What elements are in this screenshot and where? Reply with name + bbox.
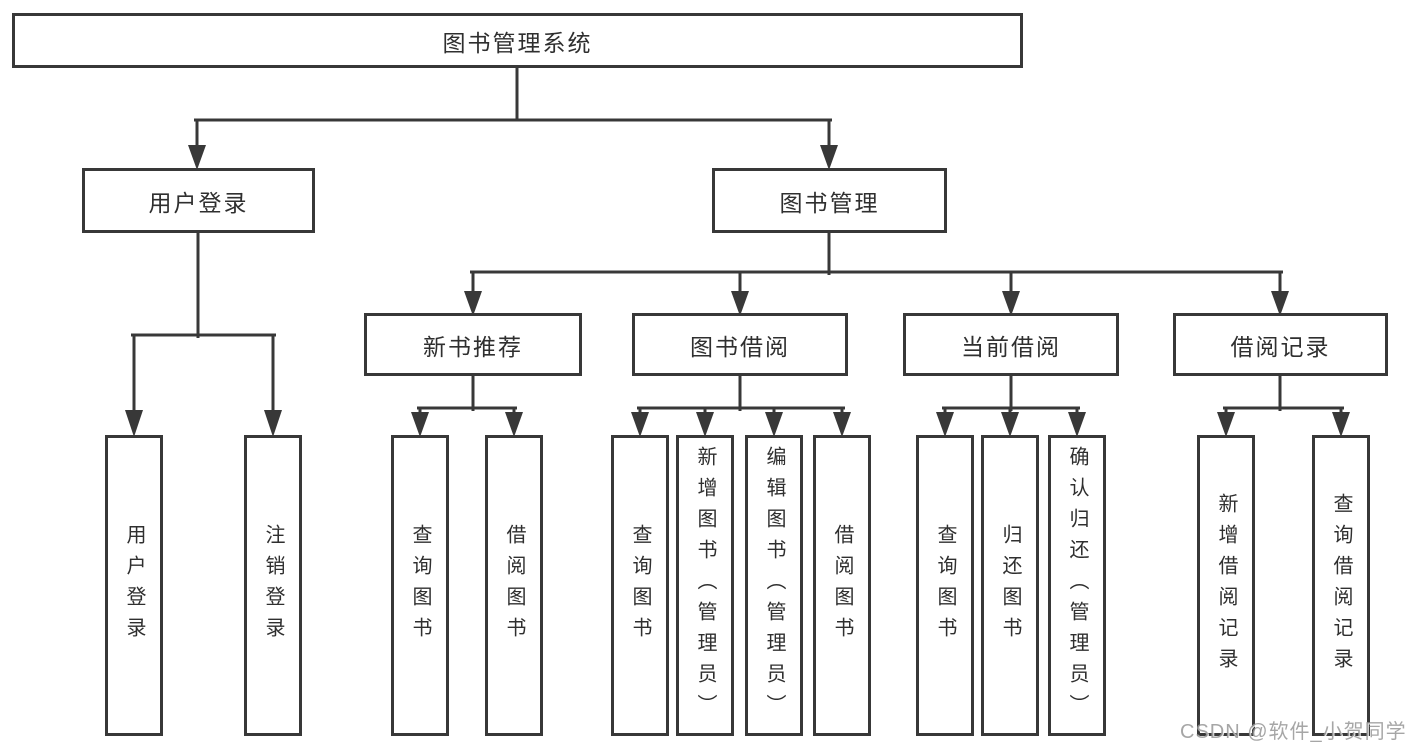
arrowhead-down-icon <box>820 145 838 170</box>
node-label: 查询图书 <box>629 523 651 648</box>
node-label: 查询借阅记录 <box>1330 492 1352 679</box>
node-query-books-recommend: 查询图书 <box>391 435 449 736</box>
arrowhead-down-icon <box>1002 291 1020 316</box>
watermark-csdn: CSDN @软件_小贺同学 <box>1180 721 1405 743</box>
arrowhead-down-icon <box>411 412 429 437</box>
node-label: 确认归还（管理员） <box>1066 446 1088 725</box>
arrowhead-down-icon <box>464 291 482 316</box>
node-label: 新增图书（管理员） <box>694 446 716 725</box>
node-borrowing-records: 借阅记录 <box>1173 313 1388 376</box>
node-query-books-borrow: 查询图书 <box>611 435 669 736</box>
node-return-books: 归还图书 <box>981 435 1039 736</box>
arrowhead-down-icon <box>188 145 206 170</box>
node-confirm-return-admin: 确认归还（管理员） <box>1048 435 1106 736</box>
node-label: 注销登录 <box>262 523 284 648</box>
node-query-borrow-record: 查询借阅记录 <box>1312 435 1370 736</box>
node-new-book-recommendation: 新书推荐 <box>364 313 582 376</box>
arrowhead-down-icon <box>505 412 523 437</box>
arrowhead-down-icon <box>264 410 282 437</box>
arrowhead-down-icon <box>936 412 954 437</box>
arrowhead-down-icon <box>1332 412 1350 437</box>
node-edit-book-admin: 编辑图书（管理员） <box>745 435 803 736</box>
node-book-management: 图书管理 <box>712 168 947 233</box>
node-label: 用户登录 <box>123 523 145 648</box>
node-current-borrowing: 当前借阅 <box>903 313 1119 376</box>
node-borrow-books-borrow: 借阅图书 <box>813 435 871 736</box>
arrowhead-down-icon <box>1068 412 1086 437</box>
arrowhead-down-icon <box>731 291 749 316</box>
arrowhead-down-icon <box>1271 291 1289 316</box>
node-label: 新增借阅记录 <box>1215 492 1237 679</box>
node-label: 归还图书 <box>999 523 1021 648</box>
arrowhead-down-icon <box>696 412 714 437</box>
node-label: 借阅图书 <box>831 523 853 648</box>
node-add-borrow-record: 新增借阅记录 <box>1197 435 1255 736</box>
arrowhead-down-icon <box>1217 412 1235 437</box>
node-query-books-current: 查询图书 <box>916 435 974 736</box>
node-user-login: 用户登录 <box>82 168 315 233</box>
node-add-book-admin: 新增图书（管理员） <box>676 435 734 736</box>
node-logout-login: 注销登录 <box>244 435 302 736</box>
node-label: 借阅图书 <box>503 523 525 648</box>
node-user-login-leaf: 用户登录 <box>105 435 163 736</box>
node-label: 查询图书 <box>934 523 956 648</box>
arrowhead-down-icon <box>631 412 649 437</box>
arrowhead-down-icon <box>765 412 783 437</box>
node-label: 编辑图书（管理员） <box>763 446 785 725</box>
arrowhead-down-icon <box>1001 412 1019 437</box>
arrowhead-down-icon <box>125 410 143 437</box>
node-library-management-system: 图书管理系统 <box>12 13 1023 68</box>
node-borrow-books-recommend: 借阅图书 <box>485 435 543 736</box>
arrowhead-down-icon <box>833 412 851 437</box>
node-book-borrowing: 图书借阅 <box>632 313 848 376</box>
node-label: 查询图书 <box>409 523 431 648</box>
